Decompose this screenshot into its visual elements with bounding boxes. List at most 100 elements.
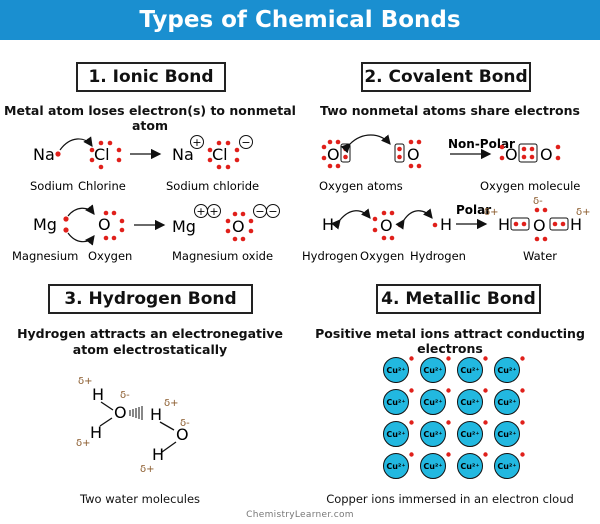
copper-ion-label: Cu²⁺: [386, 430, 405, 439]
copper-ion-label: Cu²⁺: [460, 366, 479, 375]
copper-ion: [383, 389, 409, 415]
oxide-ion: O: [225, 211, 254, 242]
svg-text:+: +: [196, 205, 205, 218]
delta-plus: δ+: [78, 376, 93, 387]
hydrogen-description-line1: Hydrogen attracts an electronegative: [17, 326, 283, 341]
electron: [446, 420, 451, 425]
electron: [520, 388, 525, 393]
oxygen-atom: O: [98, 210, 125, 241]
metallic-caption: Copper ions immersed in an electron clou…: [326, 492, 574, 506]
electron: [483, 420, 488, 425]
page-title: Types of Chemical Bonds: [0, 0, 600, 40]
svg-text:−: −: [255, 205, 264, 218]
caption-magnesium: Magnesium: [12, 249, 78, 263]
covalent-diagram: O O Non-Polar O O Oxygen atoms Oxygen mo…: [302, 134, 591, 263]
svg-text:O: O: [533, 216, 546, 235]
electron: [483, 388, 488, 393]
hydrogen-symbol: H: [152, 445, 164, 464]
svg-text:+: +: [192, 136, 201, 149]
delta-plus: δ+: [164, 398, 179, 409]
delta-minus: δ-: [120, 390, 130, 401]
copper-ion: [457, 421, 483, 447]
oxygen-atom-right: O: [394, 139, 422, 169]
copper-ion-label: Cu²⁺: [460, 462, 479, 471]
ionic-bond-heading: 1. Ionic Bond: [76, 62, 226, 92]
copper-ion-label: Cu²⁺: [386, 462, 405, 471]
svg-text:−: −: [268, 205, 277, 218]
oxygen-molecule: O O: [499, 143, 561, 164]
copper-ion-label: Cu²⁺: [497, 366, 516, 375]
minus-charge: [266, 204, 280, 218]
electron: [409, 356, 414, 361]
caption-magnesium-oxide: Magnesium oxide: [172, 249, 273, 263]
copper-ion-label: Cu²⁺: [386, 366, 405, 375]
copper-ion-label: Cu²⁺: [423, 462, 442, 471]
svg-text:O: O: [540, 145, 553, 164]
svg-text:H: H: [498, 215, 510, 234]
magnesium-symbol: Mg: [33, 215, 57, 234]
electron: [520, 420, 525, 425]
copper-ion: [457, 357, 483, 383]
svg-text:H: H: [570, 215, 582, 234]
copper-ion: [383, 421, 409, 447]
electron: [409, 452, 414, 457]
sodium-symbol: Na: [33, 145, 55, 164]
electron: [55, 151, 61, 157]
copper-ion: [457, 389, 483, 415]
electron: [520, 356, 525, 361]
copper-ion: [420, 453, 446, 479]
oxygen-symbol: O: [176, 425, 189, 444]
electron: [483, 356, 488, 361]
copper-ion-label: Cu²⁺: [497, 398, 516, 407]
electron: [446, 356, 451, 361]
chlorine-symbol: Cl: [94, 145, 110, 164]
copper-ion-label: Cu²⁺: [423, 398, 442, 407]
copper-ion: [383, 453, 409, 479]
oxygen-atom-water: O: [372, 210, 403, 241]
copper-ion: [420, 389, 446, 415]
caption-hydrogen: Hydrogen: [302, 249, 358, 263]
copper-ion: [494, 357, 520, 383]
water-molecule: H δ- O H: [498, 196, 582, 242]
svg-text:O: O: [505, 145, 518, 164]
non-polar-label: Non-Polar: [448, 137, 515, 151]
hydrogen-bond-diagram: δ+ H δ- O H δ+ δ+ H δ- O H δ+: [76, 376, 190, 475]
plus-charge: [207, 204, 221, 218]
minus-charge: [239, 135, 253, 149]
delta-plus: δ+: [76, 438, 91, 449]
chlorine-atom: Cl: [89, 140, 122, 170]
svg-text:−: −: [241, 136, 250, 149]
delta-plus: δ+: [576, 207, 591, 218]
caption-water: Water: [523, 249, 557, 263]
electron: [63, 227, 69, 233]
hydrogen-symbol: H: [150, 405, 162, 424]
chloride-ion: Cl: [207, 140, 240, 170]
hydrogen-symbol: H: [92, 385, 104, 404]
svg-text:+: +: [209, 205, 218, 218]
caption-chlorine: Chlorine: [78, 179, 126, 193]
electron: [446, 452, 451, 457]
ionic-diagram: Na Cl Na + Cl − Sodium Chlorine Sodium c…: [12, 135, 280, 263]
electron: [520, 452, 525, 457]
svg-text:O: O: [327, 145, 340, 164]
delta-minus: δ-: [533, 196, 543, 207]
oxide-symbol: O: [232, 217, 245, 236]
caption-oxygen: Oxygen: [88, 249, 132, 263]
copper-ion: [494, 421, 520, 447]
copper-ion-label: Cu²⁺: [460, 430, 479, 439]
oxygen-symbol: O: [98, 215, 111, 234]
copper-ion-label: Cu²⁺: [386, 398, 405, 407]
caption-sodium: Sodium: [30, 179, 73, 193]
copper-ion: [383, 357, 409, 383]
hydrogen-description-line2: atom electrostatically: [72, 342, 228, 357]
copper-ion-label: Cu²⁺: [497, 462, 516, 471]
copper-ion-label: Cu²⁺: [497, 430, 516, 439]
oxygen-symbol: O: [114, 403, 127, 422]
metallic-bond-heading: 4. Metallic Bond: [376, 284, 541, 314]
svg-text:O: O: [407, 145, 420, 164]
metallic-description: Positive metal ions attract conducting e…: [315, 326, 585, 356]
plus-charge: [190, 135, 204, 149]
copper-ion: [457, 453, 483, 479]
electron: [409, 420, 414, 425]
copper-ion-label: Cu²⁺: [423, 430, 442, 439]
